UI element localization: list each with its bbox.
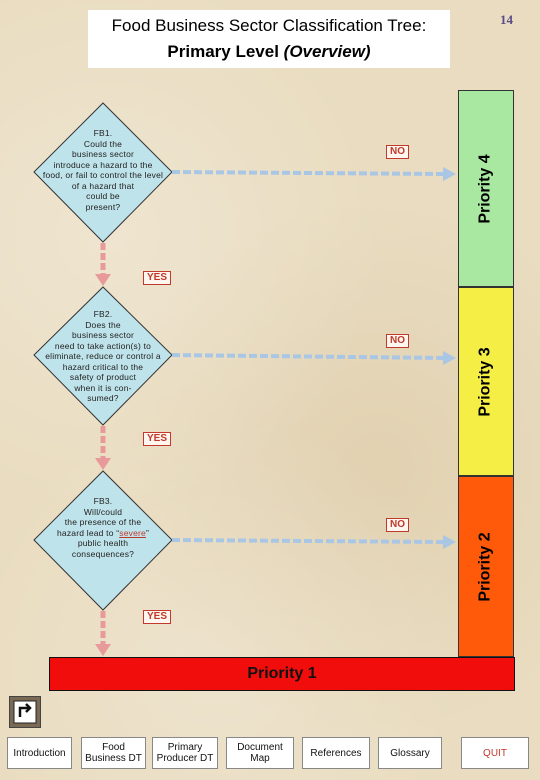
- nav-food-business-label-2: Business DT: [85, 753, 142, 764]
- back-button[interactable]: [9, 696, 41, 728]
- subtitle-paren: (Overview): [283, 42, 371, 61]
- nav-quit[interactable]: QUIT: [461, 737, 529, 769]
- fb3-line: FB3.: [93, 496, 113, 506]
- page-title: Food Business Sector Classification Tree…: [111, 16, 427, 35]
- yes-arrow-fb2: [95, 426, 111, 470]
- nav-glossary-label: Glossary: [390, 747, 430, 759]
- no-arrow-fb1: [171, 167, 456, 181]
- no-arrow-fb3: [171, 535, 456, 549]
- severe-link[interactable]: severe: [119, 527, 146, 538]
- no-tag-fb3: NO: [386, 518, 409, 532]
- fb3-severe-pre: hazard lead to “: [56, 527, 120, 538]
- priority-2-bar: Priority 2: [458, 476, 514, 657]
- fb3-line-severe: hazard lead to “severe”: [34, 528, 172, 539]
- fb2-line: Does the: [85, 319, 121, 330]
- decision-text-fb1: FB1. Could the business sector introduce…: [34, 128, 172, 212]
- no-tag-fb1: NO: [386, 145, 409, 159]
- nav-primary-producer-label-1: Primary: [167, 742, 203, 753]
- subtitle-main: Primary Level: [167, 42, 279, 61]
- fb2-line: business sector: [71, 330, 135, 340]
- nav-introduction[interactable]: Introduction: [7, 737, 72, 769]
- nav-primary-producer-dt[interactable]: Primary Producer DT: [152, 737, 218, 769]
- yes-tag-fb3: YES: [143, 610, 172, 624]
- decision-diamond-fb3: [33, 470, 173, 611]
- nav-quit-label: QUIT: [483, 747, 507, 759]
- fb3-line: public health: [77, 538, 129, 548]
- fb3-severe-post: ”: [145, 527, 149, 538]
- fb1-line: could be: [86, 191, 120, 201]
- nav-references-label: References: [310, 747, 362, 759]
- no-arrow-fb2: [171, 351, 456, 365]
- nav-introduction-label: Introduction: [13, 747, 66, 759]
- nav-glossary[interactable]: Glossary: [378, 737, 442, 769]
- decision-diamond-fb1: [33, 102, 173, 243]
- nav-primary-producer-label-2: Producer DT: [156, 753, 214, 764]
- title-box: Food Business Sector Classification Tree…: [88, 10, 450, 68]
- fb2-line: sumed?: [87, 393, 119, 403]
- yes-tag-fb1: YES: [143, 271, 172, 285]
- no-tag-fb2: NO: [386, 334, 409, 348]
- priority-4-bar: Priority 4: [458, 90, 514, 287]
- yes-arrow-fb1: [95, 243, 111, 286]
- fb1-line: food, or fail to control the level: [42, 170, 164, 180]
- fb1-line: present?: [85, 201, 121, 212]
- fb1-line: FB1.: [93, 128, 113, 138]
- priority-1-bar: Priority 1: [49, 657, 515, 691]
- return-arrow-icon: [13, 700, 37, 724]
- fb2-line: FB2.: [93, 309, 113, 319]
- decision-text-fb2: FB2. Does the business sector need to ta…: [34, 309, 172, 404]
- fb3-line: Will/could: [83, 506, 123, 517]
- yes-arrow-fb3: [95, 611, 111, 656]
- decision-text-fb3: FB3. Will/could the presence of the haza…: [34, 496, 172, 559]
- fb2-line: need to take action(s) to: [54, 340, 152, 351]
- nav-document-map-label-1: Document: [237, 742, 283, 753]
- decision-diamond-fb2: [33, 286, 173, 426]
- nav-food-business-dt[interactable]: Food Business DT: [81, 737, 146, 769]
- priority-1-label: Priority 1: [247, 665, 317, 682]
- page-subtitle: Primary Level (Overview): [88, 42, 450, 62]
- fb3-line: the presence of the: [64, 517, 142, 527]
- nav-references[interactable]: References: [302, 737, 370, 769]
- nav-document-map[interactable]: Document Map: [226, 737, 294, 769]
- page-number: 14: [500, 12, 513, 27]
- nav-food-business-label-1: Food: [102, 742, 125, 753]
- yes-tag-fb2: YES: [143, 432, 172, 446]
- fb1-line: of a hazard that: [71, 180, 135, 191]
- fb2-line: hazard critical to the: [62, 361, 144, 372]
- fb3-line: consequences?: [71, 548, 135, 559]
- fb2-line: safety of product: [69, 372, 137, 382]
- priority-3-bar: Priority 3: [458, 287, 514, 476]
- fb2-line: when it is con-: [74, 382, 132, 393]
- fb2-line: eliminate, reduce or control a: [45, 351, 161, 361]
- fb1-line: Could the: [83, 138, 123, 149]
- fb1-line: business sector: [71, 149, 135, 159]
- fb1-line: introduce a hazard to the: [53, 159, 153, 170]
- nav-document-map-label-2: Map: [250, 753, 270, 764]
